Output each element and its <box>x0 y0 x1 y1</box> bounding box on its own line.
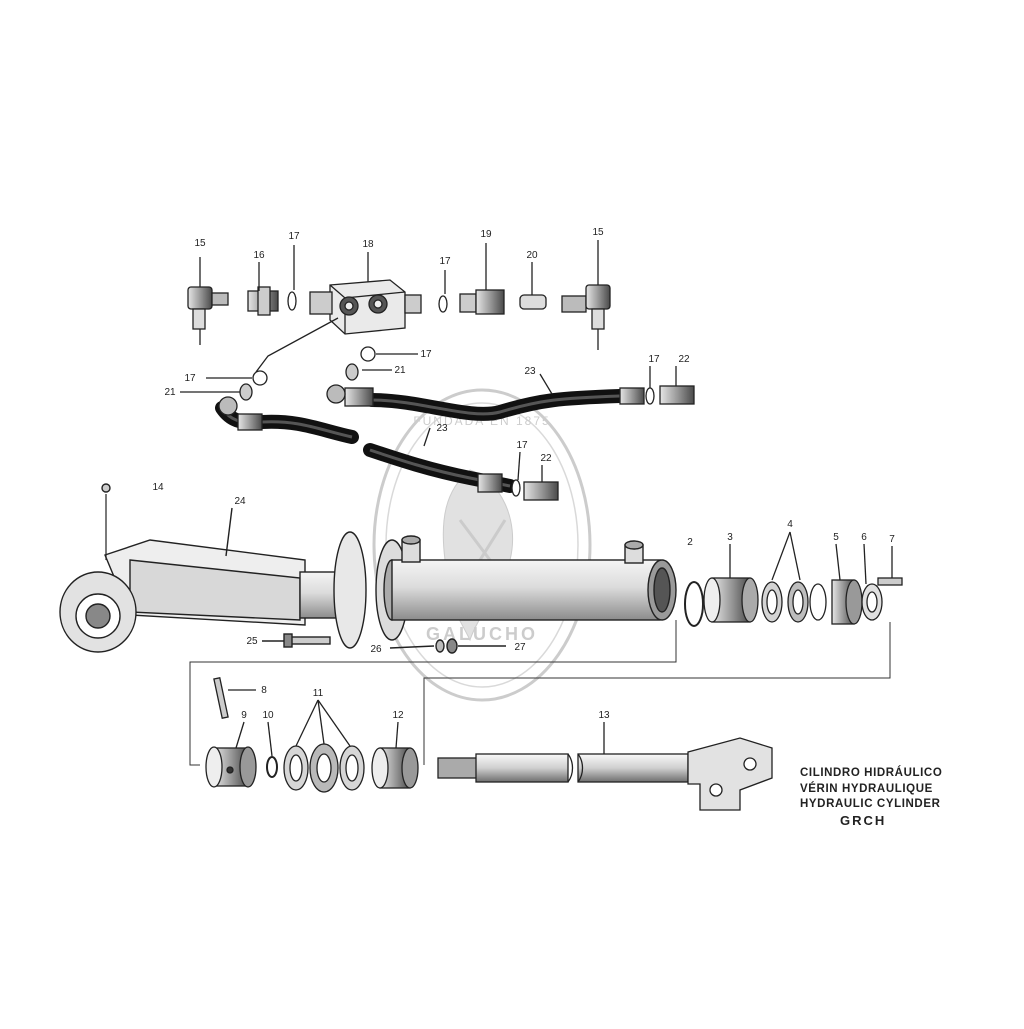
label-14: 14 <box>152 482 164 493</box>
label-4: 4 <box>787 519 793 530</box>
label-23: 23 <box>524 366 536 377</box>
part-11-piston-seals <box>283 699 365 793</box>
label-5: 5 <box>833 532 839 543</box>
label-17: 17 <box>648 354 660 365</box>
label-22: 22 <box>540 453 552 464</box>
title-english: HYDRAULIC CYLINDER <box>800 798 941 810</box>
part-3-gland <box>703 544 759 623</box>
label-17: 17 <box>288 231 300 242</box>
part-26-27-nut-washer <box>389 638 506 654</box>
assembly-lines <box>189 620 891 766</box>
part-number-labels: 15 16 17 18 17 19 20 15 17 21 17 21 23 1… <box>152 227 895 721</box>
part-4-seal-set <box>761 531 827 623</box>
title-french: VÉRIN HYDRAULIQUE <box>800 782 933 795</box>
label-12: 12 <box>392 710 404 721</box>
part-10-o-ring <box>266 756 278 778</box>
cylinder-tube <box>391 559 661 621</box>
title-block: CILINDRO HIDRÁULICO VÉRIN HYDRAULIQUE HY… <box>800 766 1000 829</box>
label-17: 17 <box>439 256 451 267</box>
part-6-wiper <box>861 543 883 621</box>
part-15-right-elbow <box>561 240 611 350</box>
label-25: 25 <box>246 636 258 647</box>
part-8-pin <box>213 677 256 719</box>
label-10: 10 <box>262 710 274 721</box>
label-17: 17 <box>420 349 432 360</box>
head-parts-group <box>684 531 903 627</box>
part-15-left-elbow <box>187 257 229 345</box>
label-22: 22 <box>678 354 690 365</box>
part-17-washer-d <box>360 346 376 362</box>
label-9: 9 <box>241 710 247 721</box>
part-16-adapter <box>247 262 279 316</box>
label-21: 21 <box>394 365 406 376</box>
label-15: 15 <box>194 238 206 249</box>
part-17-washer-e <box>645 387 655 405</box>
label-2: 2 <box>687 537 693 548</box>
part-2-o-ring <box>684 581 704 627</box>
model-code: GRCH <box>840 812 887 828</box>
part-25-bolt <box>262 633 331 648</box>
label-17: 17 <box>516 440 528 451</box>
label-18: 18 <box>362 239 374 250</box>
part-17-washer-c <box>252 370 268 386</box>
flange-plate <box>333 531 367 649</box>
label-26: 26 <box>370 644 382 655</box>
piston-parts-group <box>205 677 773 811</box>
label-15: 15 <box>592 227 604 238</box>
label-7: 7 <box>889 534 895 545</box>
part-23-hose-middle <box>363 443 517 493</box>
part-24-bracket <box>59 483 306 653</box>
title-spanish: CILINDRO HIDRÁULICO <box>800 767 943 779</box>
part-18-valve-block <box>309 252 422 335</box>
part-17-washer-a <box>287 291 297 311</box>
label-11: 11 <box>313 688 324 699</box>
part-21-nut-right <box>345 363 359 381</box>
watermark-top-text: FUNDADA EN 1875 <box>413 414 550 428</box>
hose-group <box>180 317 695 501</box>
part-21-nut-left <box>239 383 253 401</box>
label-8: 8 <box>261 685 267 696</box>
part-22-connector-upper <box>659 366 695 405</box>
part-7-set-screw <box>877 546 903 586</box>
label-13: 13 <box>598 710 610 721</box>
part-13-piston-rod <box>437 722 773 811</box>
label-6: 6 <box>861 532 867 543</box>
label-17: 17 <box>184 373 196 384</box>
label-19: 19 <box>480 229 492 240</box>
label-21: 21 <box>164 387 176 398</box>
part-20-spacer <box>519 262 547 310</box>
cylinder-body-group <box>59 483 677 654</box>
part-22-connector-lower <box>523 465 559 501</box>
part-12-piston <box>371 721 419 789</box>
part-19-fitting <box>459 243 505 315</box>
part-17-washer-b <box>438 295 448 313</box>
part-5-nut <box>831 543 863 625</box>
part-23-hose-upper <box>326 384 645 421</box>
label-23: 23 <box>436 423 448 434</box>
label-3: 3 <box>727 532 733 543</box>
part-23-hose-left <box>215 396 359 444</box>
label-16: 16 <box>253 250 265 261</box>
part-9-piston-nut <box>205 721 257 788</box>
part-17-washer-f <box>511 479 521 497</box>
valve-group <box>187 240 611 350</box>
label-27: 27 <box>514 642 526 653</box>
label-20: 20 <box>526 250 538 261</box>
label-24: 24 <box>234 496 246 507</box>
